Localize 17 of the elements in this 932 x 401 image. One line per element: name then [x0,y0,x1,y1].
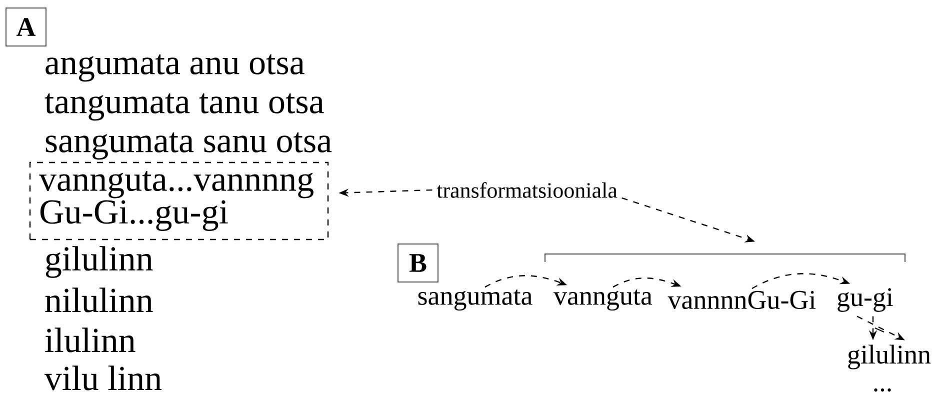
word-text: vannguta [554,289,652,310]
panel-letter-box: A [6,8,47,46]
bracket [544,254,906,262]
word-text: sangumata [418,289,532,310]
word-text: sangumata sanu otsa [46,132,332,160]
word-text: angumata anu otsa [46,54,304,82]
ellipsis: ... [874,388,891,392]
word-text: gilulinn [848,344,931,370]
word-text: tangumata tanu otsa [44,93,324,121]
word-text: nilulinn [45,288,153,312]
panel-letter-box: B [398,244,438,282]
word-text: vannnnGu-Gi [668,290,816,310]
dashed-group-box: vannguta...vannnng Gu-Gi...gu-gi [29,162,329,240]
annotation-text: transformatsiooniala [436,182,618,198]
word-text: gu-gi [838,288,893,312]
word-text: vilu linn [44,366,162,390]
word-text: ilulinn [45,328,136,352]
